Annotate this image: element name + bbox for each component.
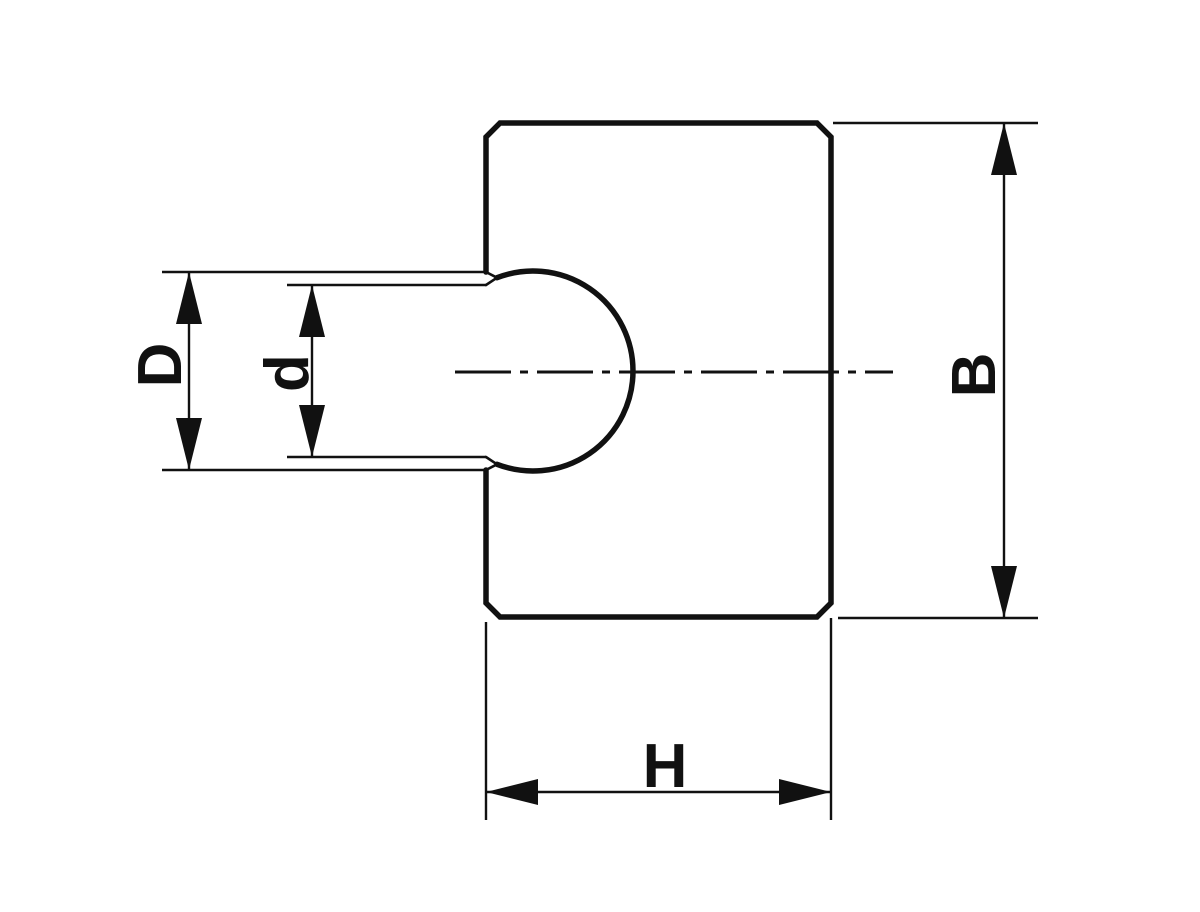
arrow-down-icon [991,566,1017,618]
dim-label-B: B [940,353,1009,398]
arrow-up-icon [991,123,1017,175]
rim-taper-bottom-inner-line [484,455,499,466]
body-outline [483,120,834,620]
arrow-up-icon [176,272,202,324]
dim-label-d: d [253,354,322,392]
rim-taper-bottom-outer-line [484,463,499,472]
arrow-left-icon [486,779,538,805]
arrow-down-icon [176,418,202,470]
dim-label-D: D [126,343,195,388]
arrow-right-icon [779,779,831,805]
dim-label-H: H [643,732,688,801]
arrow-down-icon [299,405,325,457]
arrow-up-icon [299,285,325,337]
rim-taper-top-outer-line [484,270,499,279]
rim-taper-top-inner-line [484,276,499,287]
